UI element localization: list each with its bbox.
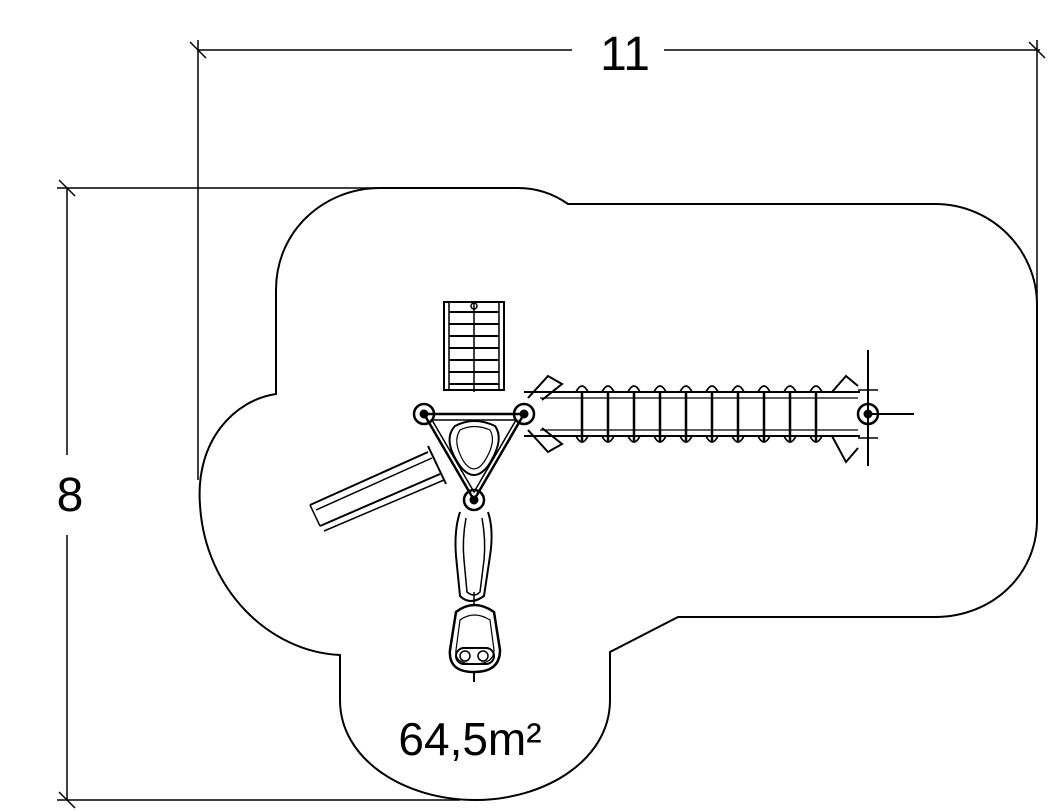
playground-equipment [309, 301, 914, 682]
width-label: 11 [600, 28, 650, 81]
slide [309, 445, 447, 532]
area-label: 64,5m² [398, 713, 541, 765]
climbing-bridge [524, 350, 914, 466]
bridge-down [454, 511, 493, 606]
safety-zone-outline [198, 187, 1038, 802]
height-dimension: 8 [57, 179, 460, 809]
triangle-platform [421, 412, 527, 503]
seat [448, 603, 502, 682]
width-tick-left [189, 41, 207, 59]
height-tick-top [58, 179, 76, 197]
height-tick-bottom [58, 791, 76, 809]
ladder [443, 301, 505, 392]
height-label: 8 [57, 469, 84, 522]
width-tick-right [1028, 41, 1046, 59]
width-dimension: 11 [189, 28, 1046, 480]
